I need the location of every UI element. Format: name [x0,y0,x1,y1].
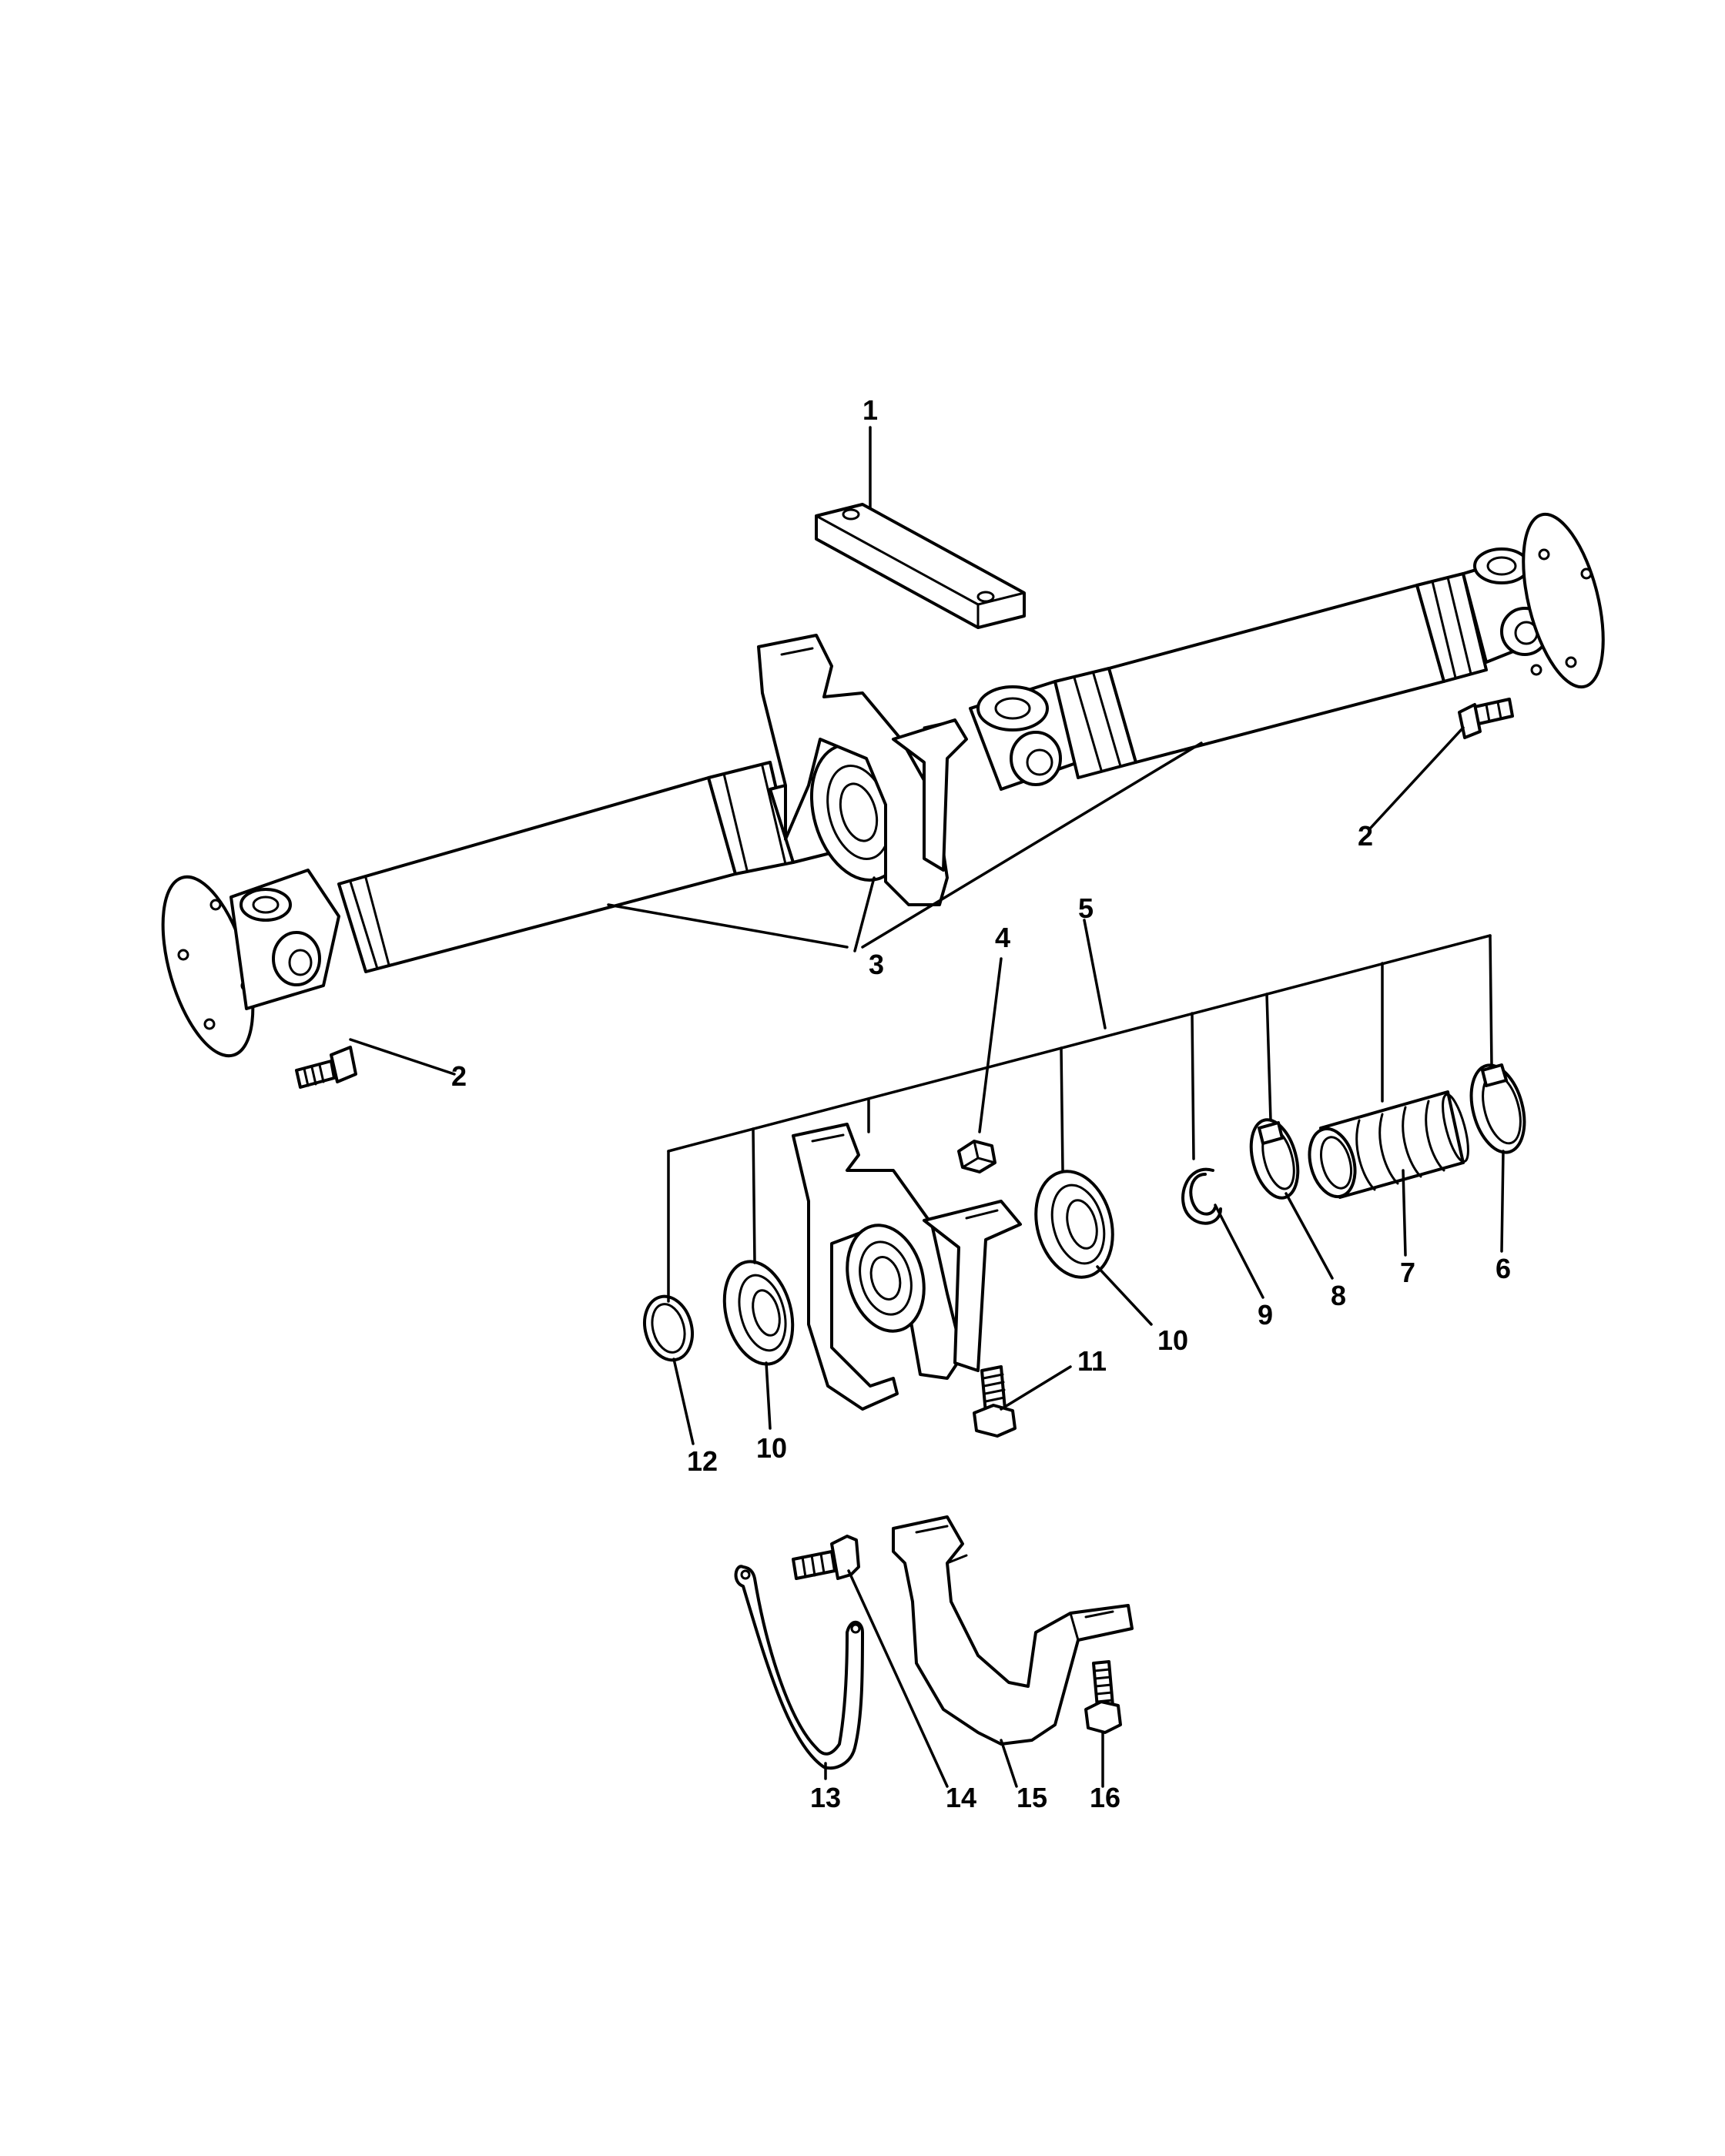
callout-2-rear: 2 [1358,820,1373,852]
callout-10-right: 10 [1157,1324,1188,1356]
part-7-rubber-boot [1308,1090,1469,1199]
part-6-hose-clamp [1469,1063,1526,1154]
callout-11: 11 [1077,1345,1107,1377]
callout-6: 6 [1496,1253,1511,1284]
callout-16: 16 [1090,1782,1120,1813]
part-14-bolt [792,1535,860,1580]
part-15-support-bracket [892,1515,1134,1746]
part-2-flange-bolt-front [295,1046,357,1089]
callout-1: 1 [862,394,878,426]
leader-lines [349,426,1505,1788]
part-4-nut [957,1140,996,1173]
part-5-center-bearing-bracket [792,1123,1022,1411]
part-2-flange-bolt-rear [1458,698,1514,739]
callout-13: 13 [810,1782,841,1813]
callout-4: 4 [995,922,1010,953]
callout-9: 9 [1258,1299,1273,1331]
callout-7: 7 [1400,1257,1415,1288]
part-3-propeller-shaft [161,512,1605,1058]
part-13-mounting-strap [734,1565,864,1770]
part-16-bolt [1084,1660,1122,1734]
callout-14: 14 [946,1782,976,1813]
callout-labels: 1 2 2 3 4 5 6 7 8 9 10 10 11 12 13 14 15… [451,394,1511,1813]
callout-8: 8 [1331,1280,1346,1311]
part-11-bolt [973,1365,1017,1438]
part-12-retaining-ring [643,1294,694,1362]
part-9-circlip [1181,1167,1222,1225]
callout-10-left: 10 [756,1432,787,1464]
callout-15: 15 [1017,1782,1047,1813]
callout-2-front: 2 [451,1060,467,1092]
callout-12: 12 [687,1445,718,1477]
callout-5: 5 [1078,892,1094,924]
part-10-dust-seal-right [1034,1170,1114,1279]
part-8-hose-clamp [1249,1118,1300,1200]
callout-3: 3 [869,949,884,980]
part-10-dust-seal-left [722,1260,795,1366]
part-1-heat-shield-plate [815,503,1026,629]
